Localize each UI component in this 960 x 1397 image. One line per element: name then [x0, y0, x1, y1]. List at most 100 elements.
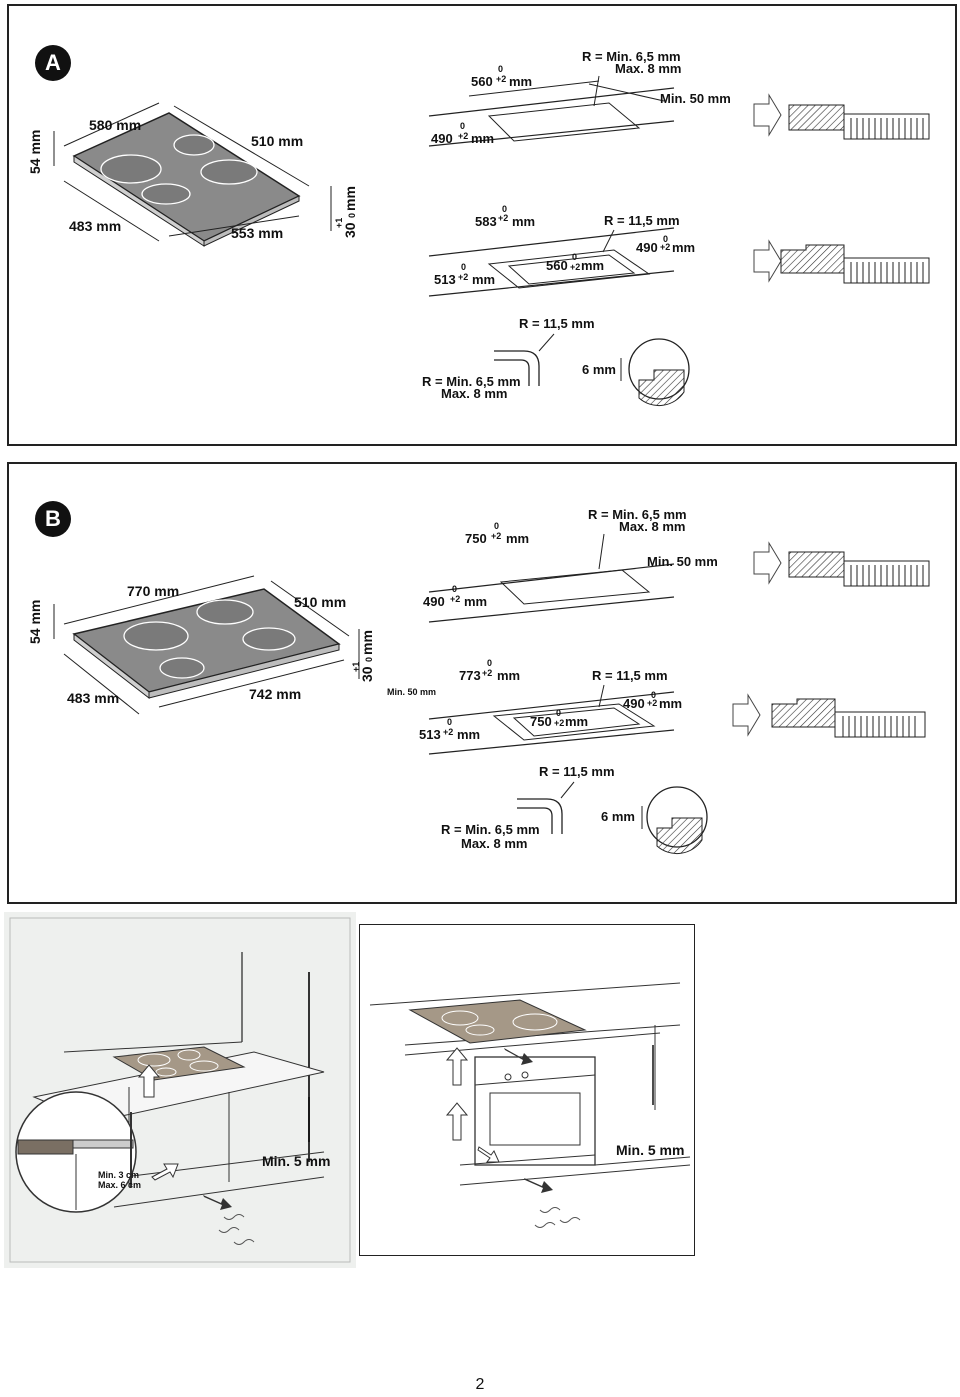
hob-width-top-label: 510 mm [251, 133, 303, 149]
cutout2-inner-w: 560 [546, 258, 568, 273]
section-a-cutout2-w-sup: 0 [502, 204, 507, 214]
section-b-cutout2-inner-d-unit: mm [659, 696, 682, 711]
burner [159, 657, 205, 679]
section-b-cutout1-d-sub: +2 [450, 594, 460, 604]
cutout-2 [492, 703, 656, 741]
hob-width-top-label: 510 mm [294, 594, 346, 610]
section-a-cutout1-w-unit: mm [509, 74, 532, 89]
install-left-max-cm: Max. 6 cm [98, 1180, 141, 1190]
section-b-cutout2-w-unit: mm [497, 668, 520, 683]
section-a-cutout1-d-sup: 0 [460, 121, 465, 131]
burner [242, 627, 296, 651]
hob-thickness-label: 30 [342, 222, 358, 238]
arrow-icon [732, 693, 761, 737]
burner [196, 599, 254, 625]
section-a-cutout2-inner-w-unit: mm [581, 258, 604, 273]
section-a-cutout2-d-unit: mm [472, 272, 495, 287]
hob-depth-top-label: 580 mm [89, 117, 141, 133]
detail-outer-radius: R = 11,5 mm [539, 764, 615, 779]
section-b-cutout1-d-sup: 0 [452, 584, 457, 594]
air-arrow-icon [477, 1146, 500, 1163]
arrow-icon [753, 239, 782, 283]
hob-height-label: 54 mm [27, 130, 43, 174]
oven [474, 1056, 596, 1166]
section-b-cutout2-d-sup: 0 [447, 717, 452, 727]
section-a-drawing: 54 mm 580 mm 510 mm 483 mm 553 mm 30 +1 … [27, 49, 930, 407]
cutout1-min-wall: Min. 50 mm [660, 91, 731, 106]
install-left-min-gap: Min. 5 mm [262, 1153, 330, 1169]
section-b-cutout2-inner-w-sup: 0 [556, 708, 561, 718]
burner [141, 183, 191, 205]
air-arrow-icon [445, 1102, 469, 1141]
cutout2-w: 583 [475, 214, 497, 229]
page-number: 2 [475, 1376, 485, 1393]
cutout1-min-wall: Min. 50 mm [647, 554, 718, 569]
panel-b: B 54 mm 770 mm 510 mm 483 mm 742 mm 30 +… [7, 462, 957, 904]
hob-thickness-sub: 0 [347, 213, 357, 218]
hob-thickness-label: 30 [359, 666, 375, 682]
section-b-cutout1-w-unit: mm [506, 531, 529, 546]
air-arrow-icon [151, 1163, 179, 1181]
cutout2-min-wall: Min. 50 mm [387, 687, 436, 697]
install-left-figure: Min. 5 mm Min. 3 cm Max. 6 cm [4, 912, 356, 1268]
section-a-cutout2-d-sub: +2 [458, 272, 468, 282]
cutout2-radius: R = 11,5 mm [604, 213, 680, 228]
section-b-cutout2-d-sub: +2 [443, 727, 453, 737]
airflow-wave [218, 1214, 255, 1245]
cutout2-d: 513 [419, 727, 441, 742]
arrow-icon [753, 541, 782, 585]
cutout2-inner-d: 490 [623, 696, 645, 711]
section-b-badge: B [35, 501, 71, 537]
airflow-wave [534, 1207, 581, 1228]
cutout1-d: 490 [423, 594, 445, 609]
cutout1-radius: R = Min. 6,5 mm [588, 507, 687, 522]
corner-outer [494, 350, 540, 386]
ribs [850, 118, 924, 139]
section-a-cutout1-w-sup: 0 [498, 64, 503, 74]
arrow-icon [753, 93, 782, 137]
hob-width-bottom-label: 742 mm [249, 686, 301, 702]
hob-width-bottom-label: 553 mm [231, 225, 283, 241]
section-b-hob-thickness-sup: +1 [351, 662, 361, 672]
zoom-circle [15, 1091, 137, 1213]
cutout2-inner-d: 490 [636, 240, 658, 255]
section-a-cutout2-inner-w-sub: +2 [570, 262, 580, 272]
hob-thickness-sup: +1 [334, 218, 344, 228]
detail-inner-radius: R = Min. 6,5 mm [441, 822, 540, 837]
install-right-figure: Min. 5 mm [359, 924, 695, 1256]
cutout2-inner-w: 750 [530, 714, 552, 729]
section-b-drawing: 54 mm 770 mm 510 mm 483 mm 742 mm 30 +1 … [27, 507, 930, 855]
air-arrow-icon [137, 1064, 161, 1098]
section-b-cutout1-w-sub: +2 [491, 531, 501, 541]
detail-inner-radius-max: Max. 8 mm [461, 836, 527, 851]
hob-height-label: 54 mm [27, 600, 43, 644]
detail-step: 6 mm [582, 362, 616, 377]
hob-thickness-unit: mm [342, 186, 358, 211]
section-b-cutout2-inner-d-sup: 0 [651, 690, 656, 700]
air-arrow-icon [445, 1047, 469, 1086]
section-b-hob-thickness-unit: mm [359, 630, 375, 655]
section-a-cutout2-w-sub: +2 [498, 213, 508, 223]
detail-inner-radius-max: Max. 8 mm [441, 386, 507, 401]
section-a-cutout2-inner-d-unit: mm [672, 240, 695, 255]
burner [173, 134, 215, 156]
hob-depth-bottom-label: 483 mm [69, 218, 121, 234]
cutout1-d: 490 [431, 131, 453, 146]
section-b-cutout1-d-unit: mm [464, 594, 487, 609]
detail-inner-radius: R = Min. 6,5 mm [422, 374, 521, 389]
section-a-badge: A [35, 45, 71, 81]
cutout-2 [487, 249, 651, 289]
cutout1-radius-max: Max. 8 mm [615, 61, 681, 76]
section-a-cutout1-d-sub: +2 [458, 131, 468, 141]
section-a-cutout2-inner-w-sup: 0 [572, 252, 577, 262]
burner [200, 159, 258, 185]
cutout-1 [487, 102, 641, 142]
cutout1-w: 560 [471, 74, 493, 89]
section-b-cutout1-w-sup: 0 [494, 521, 499, 531]
corner-inner [494, 359, 530, 386]
detail-step: 6 mm [601, 809, 635, 824]
section-a-cutout2-inner-d-sup: 0 [663, 234, 668, 244]
hob-depth-bottom-label: 483 mm [67, 690, 119, 706]
cutout2-d: 513 [434, 272, 456, 287]
section-a-cutout2-w-unit: mm [512, 214, 535, 229]
